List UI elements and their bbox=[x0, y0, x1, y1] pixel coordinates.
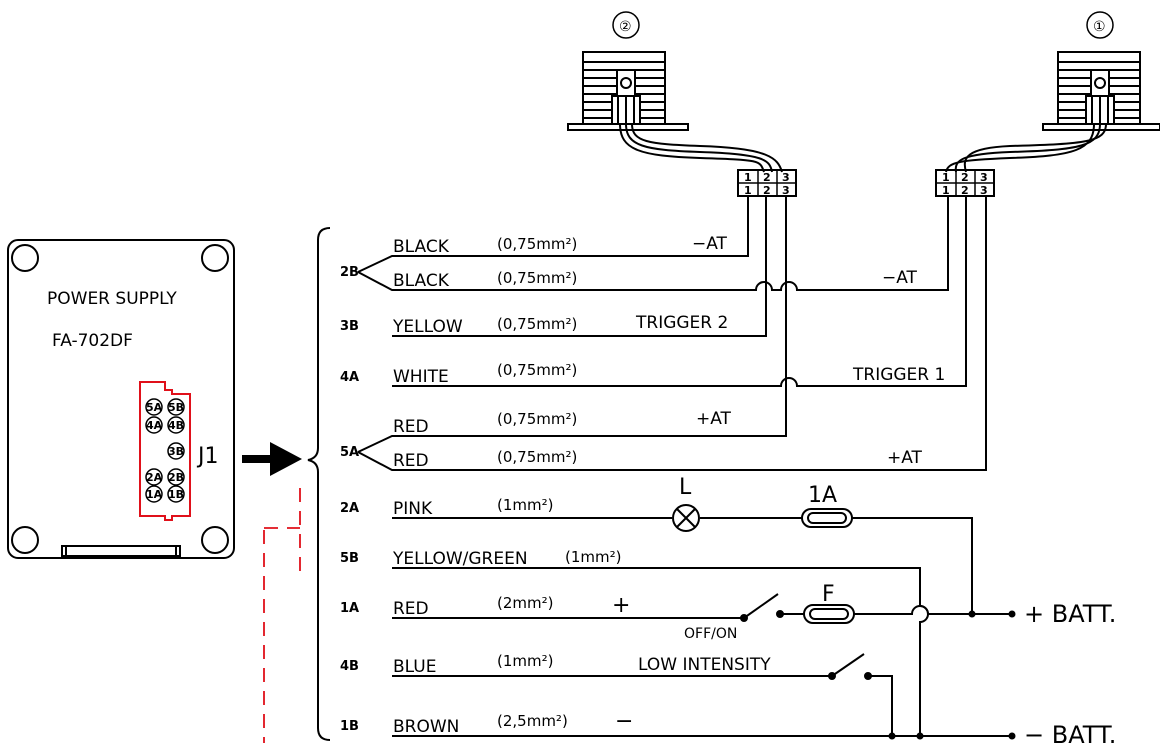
terminal-number: 2 bbox=[763, 184, 771, 197]
wire-color: YELLOW bbox=[392, 317, 463, 337]
terminal-number: 2 bbox=[763, 171, 771, 184]
pin-label: 2A bbox=[340, 501, 359, 516]
device-2-number: ② bbox=[619, 19, 632, 35]
low-intensity-switch-icon bbox=[828, 653, 872, 680]
device-2-badge bbox=[612, 11, 640, 39]
cable-brace bbox=[307, 227, 331, 741]
wire-gauge: (1mm²) bbox=[497, 652, 553, 670]
battery-plus-label: + BATT. bbox=[1024, 600, 1116, 628]
wire-color: BROWN bbox=[393, 717, 459, 737]
lamp-label: L bbox=[679, 475, 692, 500]
fuse-1a-icon bbox=[801, 508, 853, 528]
pin-label: 4A bbox=[146, 419, 163, 432]
on-off-switch-icon bbox=[740, 593, 784, 622]
wire-gauge: (0,75mm²) bbox=[497, 448, 577, 466]
fuse-main-label: F bbox=[822, 582, 835, 607]
pin-label: 1A bbox=[146, 488, 163, 501]
wire-gauge: (0,75mm²) bbox=[497, 315, 577, 333]
wire-signal: +AT bbox=[696, 409, 732, 429]
pin-label: 1B bbox=[168, 488, 184, 501]
wire-gauge: (0,75mm²) bbox=[497, 410, 577, 428]
pin-label: 3B bbox=[340, 319, 359, 334]
switch-label: OFF/ON bbox=[684, 626, 737, 642]
wire-color: RED bbox=[393, 599, 429, 619]
fuse-main-icon bbox=[803, 604, 855, 624]
pin-label: 4B bbox=[340, 659, 359, 674]
power-supply-model: FA-702DF bbox=[52, 331, 133, 351]
terminal-number: 2 bbox=[961, 184, 969, 197]
device-1-badge bbox=[1086, 11, 1114, 39]
terminal-number: 3 bbox=[980, 171, 988, 184]
power-supply-unit bbox=[7, 239, 235, 559]
terminal-number: 3 bbox=[782, 171, 790, 184]
terminal-number: 1 bbox=[744, 184, 752, 197]
wire-signal: TRIGGER 2 bbox=[635, 313, 728, 333]
fuse-1a-label: 1A bbox=[808, 483, 837, 508]
wire-gauge: (0,75mm²) bbox=[497, 269, 577, 287]
junction-dots bbox=[888, 610, 1016, 740]
device-1 bbox=[945, 51, 1160, 173]
terminal-number: 2 bbox=[961, 171, 969, 184]
device-2 bbox=[567, 51, 783, 173]
wire-labels: 2B 3B 4A 5A 2A 5B 1A 4B 1B BLACK BLACK Y… bbox=[340, 234, 945, 737]
pin-label: 1A bbox=[340, 601, 359, 616]
pin-label: 3B bbox=[168, 445, 184, 458]
pin-label: 5A bbox=[146, 401, 163, 414]
pin-label: 4B bbox=[168, 419, 184, 432]
j1-label: J1 bbox=[196, 444, 219, 469]
arrow-right-icon bbox=[242, 442, 302, 476]
pin-label: 2A bbox=[146, 471, 163, 484]
pin-label: 5B bbox=[168, 401, 184, 414]
wire-signal: +AT bbox=[887, 448, 923, 468]
lamp-icon bbox=[672, 504, 700, 532]
terminal-block-1: 1 2 3 1 2 3 bbox=[935, 169, 995, 197]
wire-gauge: (1mm²) bbox=[497, 496, 553, 514]
wire-signal: TRIGGER 1 bbox=[852, 365, 945, 385]
pin-label: 2B bbox=[340, 265, 359, 280]
wire-color: RED bbox=[393, 417, 429, 437]
dashed-guide-lines bbox=[263, 488, 301, 743]
pin-label: 4A bbox=[340, 370, 359, 385]
wire-signal: −AT bbox=[882, 268, 918, 288]
pin-label: 5B bbox=[340, 551, 359, 566]
wire-gauge: (2,5mm²) bbox=[497, 712, 568, 730]
wire-signal: −AT bbox=[692, 234, 728, 254]
device-1-number: ① bbox=[1093, 19, 1106, 35]
wire-signal: + bbox=[612, 593, 630, 618]
terminal-number: 1 bbox=[942, 184, 950, 197]
wire-color: BLUE bbox=[393, 657, 436, 677]
pin-label: 1B bbox=[340, 719, 359, 734]
j1-connector: 5A 5B 4A 4B 3B 2A 2B 1A 1B bbox=[139, 381, 191, 521]
wire-gauge: (1mm²) bbox=[565, 548, 621, 566]
wire-gauge: (2mm²) bbox=[497, 594, 553, 612]
wire-signal: − bbox=[615, 709, 633, 734]
wire-color: WHITE bbox=[393, 367, 449, 387]
terminal-block-2: 1 2 3 1 2 3 bbox=[737, 169, 797, 197]
power-supply-title: POWER SUPPLY bbox=[47, 289, 177, 309]
terminal-number: 1 bbox=[942, 171, 950, 184]
wire-lines bbox=[357, 196, 1012, 737]
wire-color: BLACK bbox=[393, 237, 450, 257]
wire-color: BLACK bbox=[393, 271, 450, 291]
wire-signal: LOW INTENSITY bbox=[638, 655, 771, 675]
terminal-number: 3 bbox=[782, 184, 790, 197]
terminal-number: 1 bbox=[744, 171, 752, 184]
wire-color: RED bbox=[393, 451, 429, 471]
wire-gauge: (0,75mm²) bbox=[497, 235, 577, 253]
wire-gauge: (0,75mm²) bbox=[497, 361, 577, 379]
wire-color: PINK bbox=[393, 499, 433, 519]
wire-color: YELLOW/GREEN bbox=[392, 549, 528, 569]
pin-label: 5A bbox=[340, 445, 359, 460]
battery-minus-label: − BATT. bbox=[1024, 721, 1116, 743]
terminal-number: 3 bbox=[980, 184, 988, 197]
pin-label: 2B bbox=[168, 471, 184, 484]
